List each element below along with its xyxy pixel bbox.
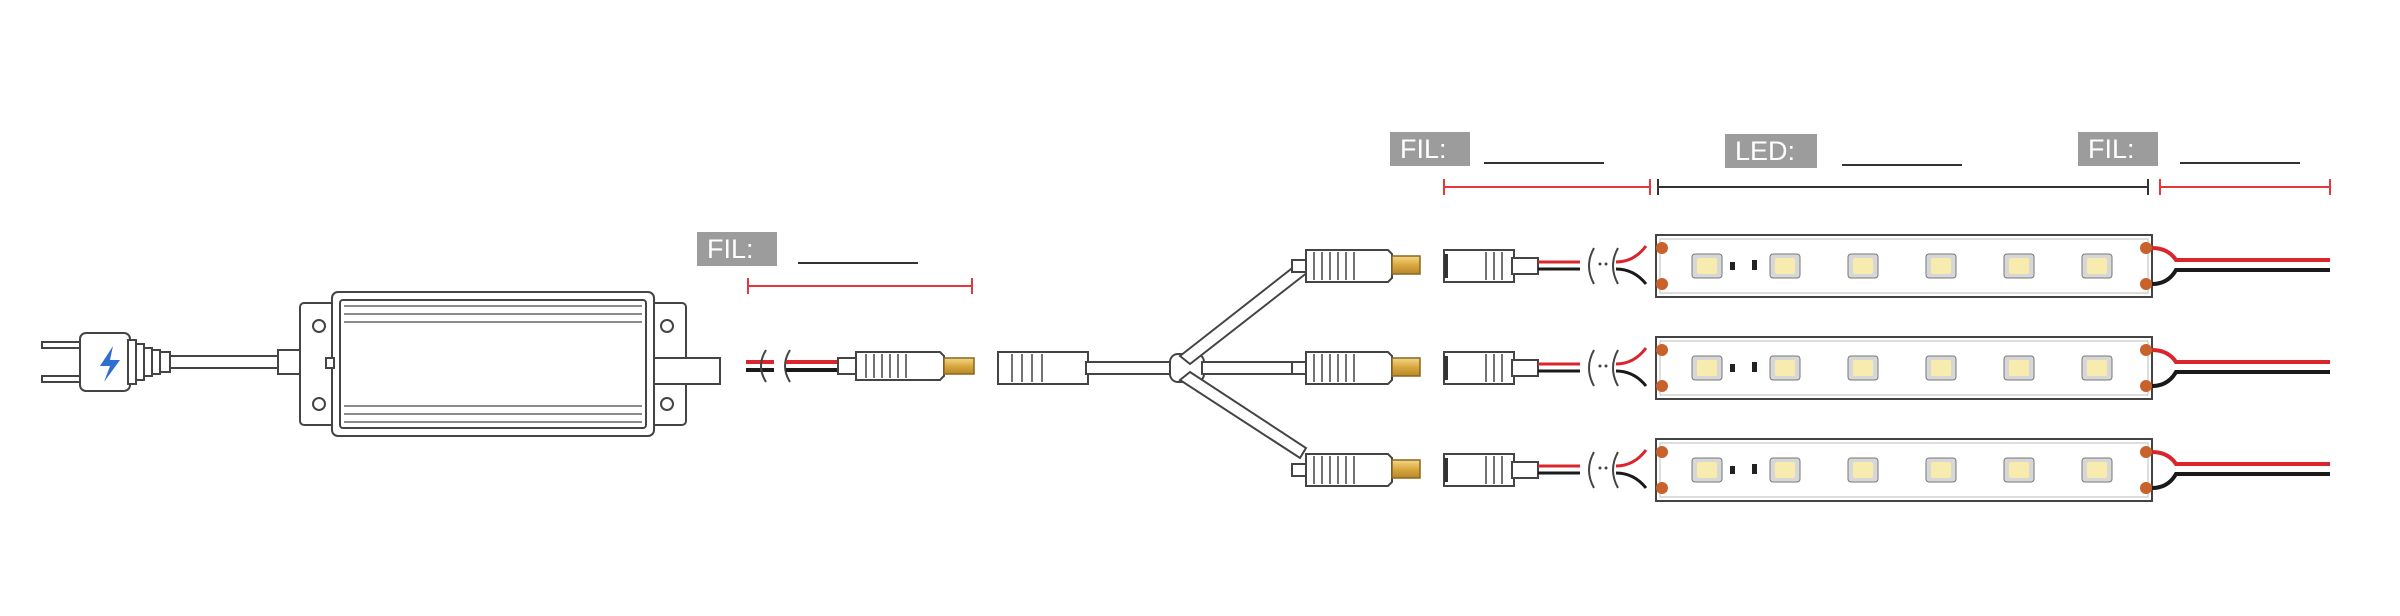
- y-splitter: [997, 260, 1310, 460]
- led-label: LED:: [1725, 134, 1817, 168]
- led-strip-bottom: [1655, 438, 2330, 502]
- splitter-ribs: [1011, 354, 1043, 382]
- splitter-plug-middle: [1291, 351, 1421, 385]
- fil-blank-mid: [1484, 162, 1604, 164]
- dimension-lead: [1443, 179, 1651, 195]
- fil-label-left: FIL:: [697, 232, 777, 266]
- led-strip-top: [1655, 234, 2330, 298]
- fil-blank-right: [2180, 162, 2300, 164]
- led-blank: [1842, 164, 1962, 166]
- dimension-led-strip: [1657, 179, 2149, 195]
- splitter-plug-bottom: [1291, 453, 1421, 487]
- strip-lead-middle: [1443, 347, 1648, 387]
- dc-output-stub: [325, 357, 721, 385]
- strip-lead-bottom: [1443, 449, 1648, 489]
- led-chips: [1691, 457, 2113, 483]
- led-chips: [1691, 253, 2113, 279]
- fil-label-mid: FIL:: [1390, 132, 1470, 166]
- dimension-output-wire: [2159, 179, 2331, 195]
- fil-label-right: FIL:: [2078, 132, 2158, 166]
- dimension-extension-cable: [747, 278, 973, 294]
- led-strip-middle: [1655, 336, 2330, 400]
- fil-blank-left: [798, 262, 918, 264]
- power-supply: [299, 291, 687, 437]
- led-chips: [1691, 355, 2113, 381]
- extension-cable: [746, 349, 975, 383]
- splitter-plug-top: [1291, 249, 1421, 283]
- power-supply-ribs: [344, 305, 642, 423]
- strip-lead-top: [1443, 245, 1648, 285]
- lightning-plug-icon: [100, 346, 120, 382]
